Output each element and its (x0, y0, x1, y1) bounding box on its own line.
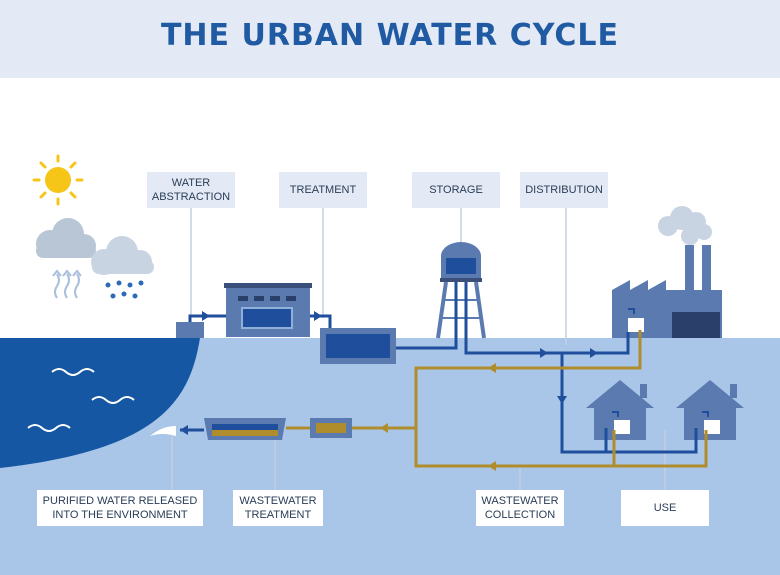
outfall-arrow (180, 425, 188, 435)
clean-flow-arrows (202, 311, 598, 404)
label-treatment: TREATMENT (279, 172, 367, 208)
label-distribution: DISTRIBUTION (520, 172, 608, 208)
page-title: THE URBAN WATER CYCLE (160, 18, 620, 53)
label-wastewater-collection: WASTEWATER COLLECTION (476, 490, 564, 526)
treatment-building (224, 283, 312, 337)
water-tower-icon (436, 242, 486, 339)
rain-icon (105, 280, 144, 299)
cloud-icon (36, 218, 96, 258)
house-icon (676, 380, 744, 440)
house-icon (586, 380, 654, 440)
label-storage: STORAGE (412, 172, 500, 208)
evaporation-icon (52, 269, 82, 299)
header-band (0, 0, 780, 78)
sea (0, 338, 200, 468)
intake-structure (176, 322, 204, 338)
wave-icon (27, 368, 135, 432)
wastewater-treatment-plant (204, 418, 352, 440)
tap-icon (612, 308, 709, 417)
cloud-icon (91, 236, 154, 275)
label-wastewater-treatment: WASTEWATER TREATMENT (233, 490, 323, 526)
waste-flow-arrows (380, 363, 496, 471)
factory-icon (612, 206, 722, 338)
outfall-splash (150, 426, 176, 436)
leader-lines (171, 208, 666, 490)
label-purified-water-released: PURIFIED WATER RELEASED INTO THE ENVIRON… (37, 490, 203, 526)
label-water-abstraction: WATER ABSTRACTION (147, 172, 235, 208)
storage-basin-water (326, 334, 390, 358)
sun-icon (32, 154, 84, 206)
label-use: USE (621, 490, 709, 526)
